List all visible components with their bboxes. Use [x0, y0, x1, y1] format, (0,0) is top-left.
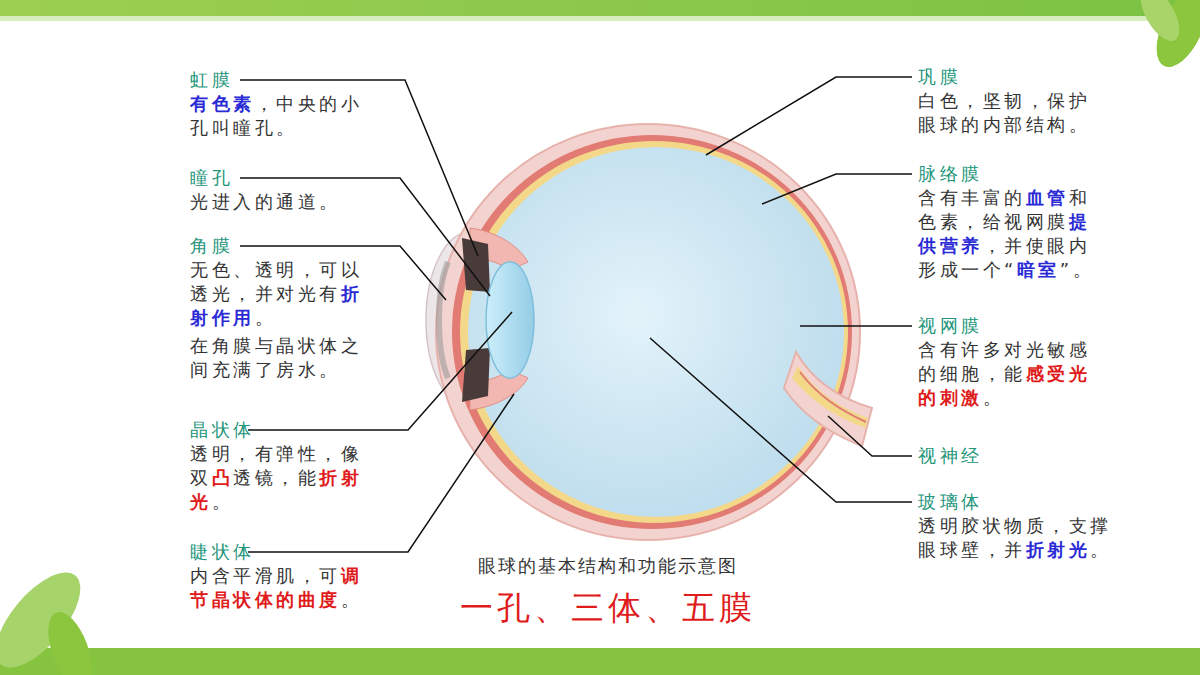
part-name: 睫状体 — [190, 540, 270, 564]
top-bar — [0, 0, 1200, 16]
bottom-bar — [0, 648, 1200, 675]
cornea-edge — [439, 262, 448, 378]
part-description: 含有许多对光敏感的细胞，能感受光的刺激。 — [918, 338, 1100, 410]
part-name: 视神经 — [918, 444, 998, 468]
text-run: 虹膜 — [190, 69, 233, 90]
text-run: 无色、透明，可以透光，并对光有 — [190, 259, 362, 304]
text-run: 视网膜 — [918, 315, 983, 336]
part-description: 透明胶状物质，支撑眼球壁，并折射光。 — [918, 514, 1122, 562]
figure-caption: 眼球的基本结构和功能示意图 — [478, 554, 738, 578]
key-term: 有色素 — [190, 93, 255, 114]
part-name: 角膜 — [190, 234, 250, 258]
text-run: 内含平滑肌，可 — [190, 565, 341, 586]
key-term: 折射光 — [1026, 539, 1091, 560]
iris — [462, 348, 490, 402]
part-name: 脉络膜 — [918, 162, 998, 186]
leader-line — [762, 174, 912, 204]
part-name: 瞳孔 — [190, 166, 250, 190]
part-description: 光进入的通道。 — [190, 190, 372, 214]
key-term: 凸 — [212, 467, 234, 488]
vitreous-body — [468, 147, 844, 517]
retina — [460, 141, 848, 523]
text-run: 玻璃体 — [918, 491, 983, 512]
leader-line — [706, 77, 912, 155]
text-run: 睫状体 — [190, 541, 255, 562]
text-run: 。 — [1090, 539, 1112, 560]
leader-line — [800, 325, 912, 327]
text-run: 含有丰富的 — [918, 187, 1026, 208]
top-bar-shade — [0, 16, 1200, 21]
part-name: 玻璃体 — [918, 490, 998, 514]
text-run: 角膜 — [190, 235, 233, 256]
optic-nerve-vessel — [800, 372, 866, 422]
part-name: 视网膜 — [918, 314, 998, 338]
text-run: 在角膜与晶状体之间充满了房水。 — [190, 335, 362, 380]
part-name: 巩膜 — [918, 65, 978, 89]
sclera — [436, 124, 860, 540]
text-run: 白色，坚韧，保护眼球的内部结构。 — [918, 90, 1090, 135]
key-term: 血管 — [1026, 187, 1069, 208]
leaf — [1133, 0, 1187, 47]
key-term: 暗室 — [1017, 259, 1060, 280]
text-run: 视神经 — [918, 445, 983, 466]
text-run: 。 — [341, 589, 363, 610]
part-name: 虹膜 — [190, 68, 250, 92]
text-run: 一孔、三体、五膜 — [460, 588, 756, 627]
leader-line — [828, 416, 912, 456]
text-run: 晶状体 — [190, 419, 255, 440]
lens — [486, 262, 534, 378]
part-description: 有色素，中央的小孔叫瞳孔。 — [190, 92, 372, 140]
summary-note: 一孔、三体、五膜 — [460, 588, 800, 628]
part-description: 内含平滑肌，可调节晶状体的曲度。 — [190, 564, 372, 612]
leaf — [39, 606, 100, 675]
text-run: 。 — [255, 307, 277, 328]
text-run: 脉络膜 — [918, 163, 983, 184]
text-run: 瞳孔 — [190, 167, 233, 188]
part-name: 晶状体 — [190, 418, 270, 442]
optic-nerve — [784, 352, 872, 446]
text-run: 。 — [983, 387, 1005, 408]
text-run: 。 — [212, 491, 234, 512]
choroid — [452, 135, 852, 529]
part-description: 含有丰富的血管和色素，给视网膜提供营养，并使眼内形成一个“暗室”。 — [918, 186, 1100, 282]
part-description: 白色，坚韧，保护眼球的内部结构。 — [918, 89, 1100, 137]
text-run: 透镜，能 — [233, 467, 319, 488]
text-run: ”。 — [1060, 259, 1094, 280]
text-run: 光进入的通道。 — [190, 191, 341, 212]
leader-line — [650, 338, 912, 502]
part-description: 无色、透明，可以透光，并对光有折射作用。 — [190, 258, 372, 330]
part-description: 在角膜与晶状体之间充满了房水。 — [190, 334, 372, 382]
text-run: 巩膜 — [918, 66, 961, 87]
part-description: 透明，有弹性，像双凸透镜，能折射光。 — [190, 442, 372, 514]
